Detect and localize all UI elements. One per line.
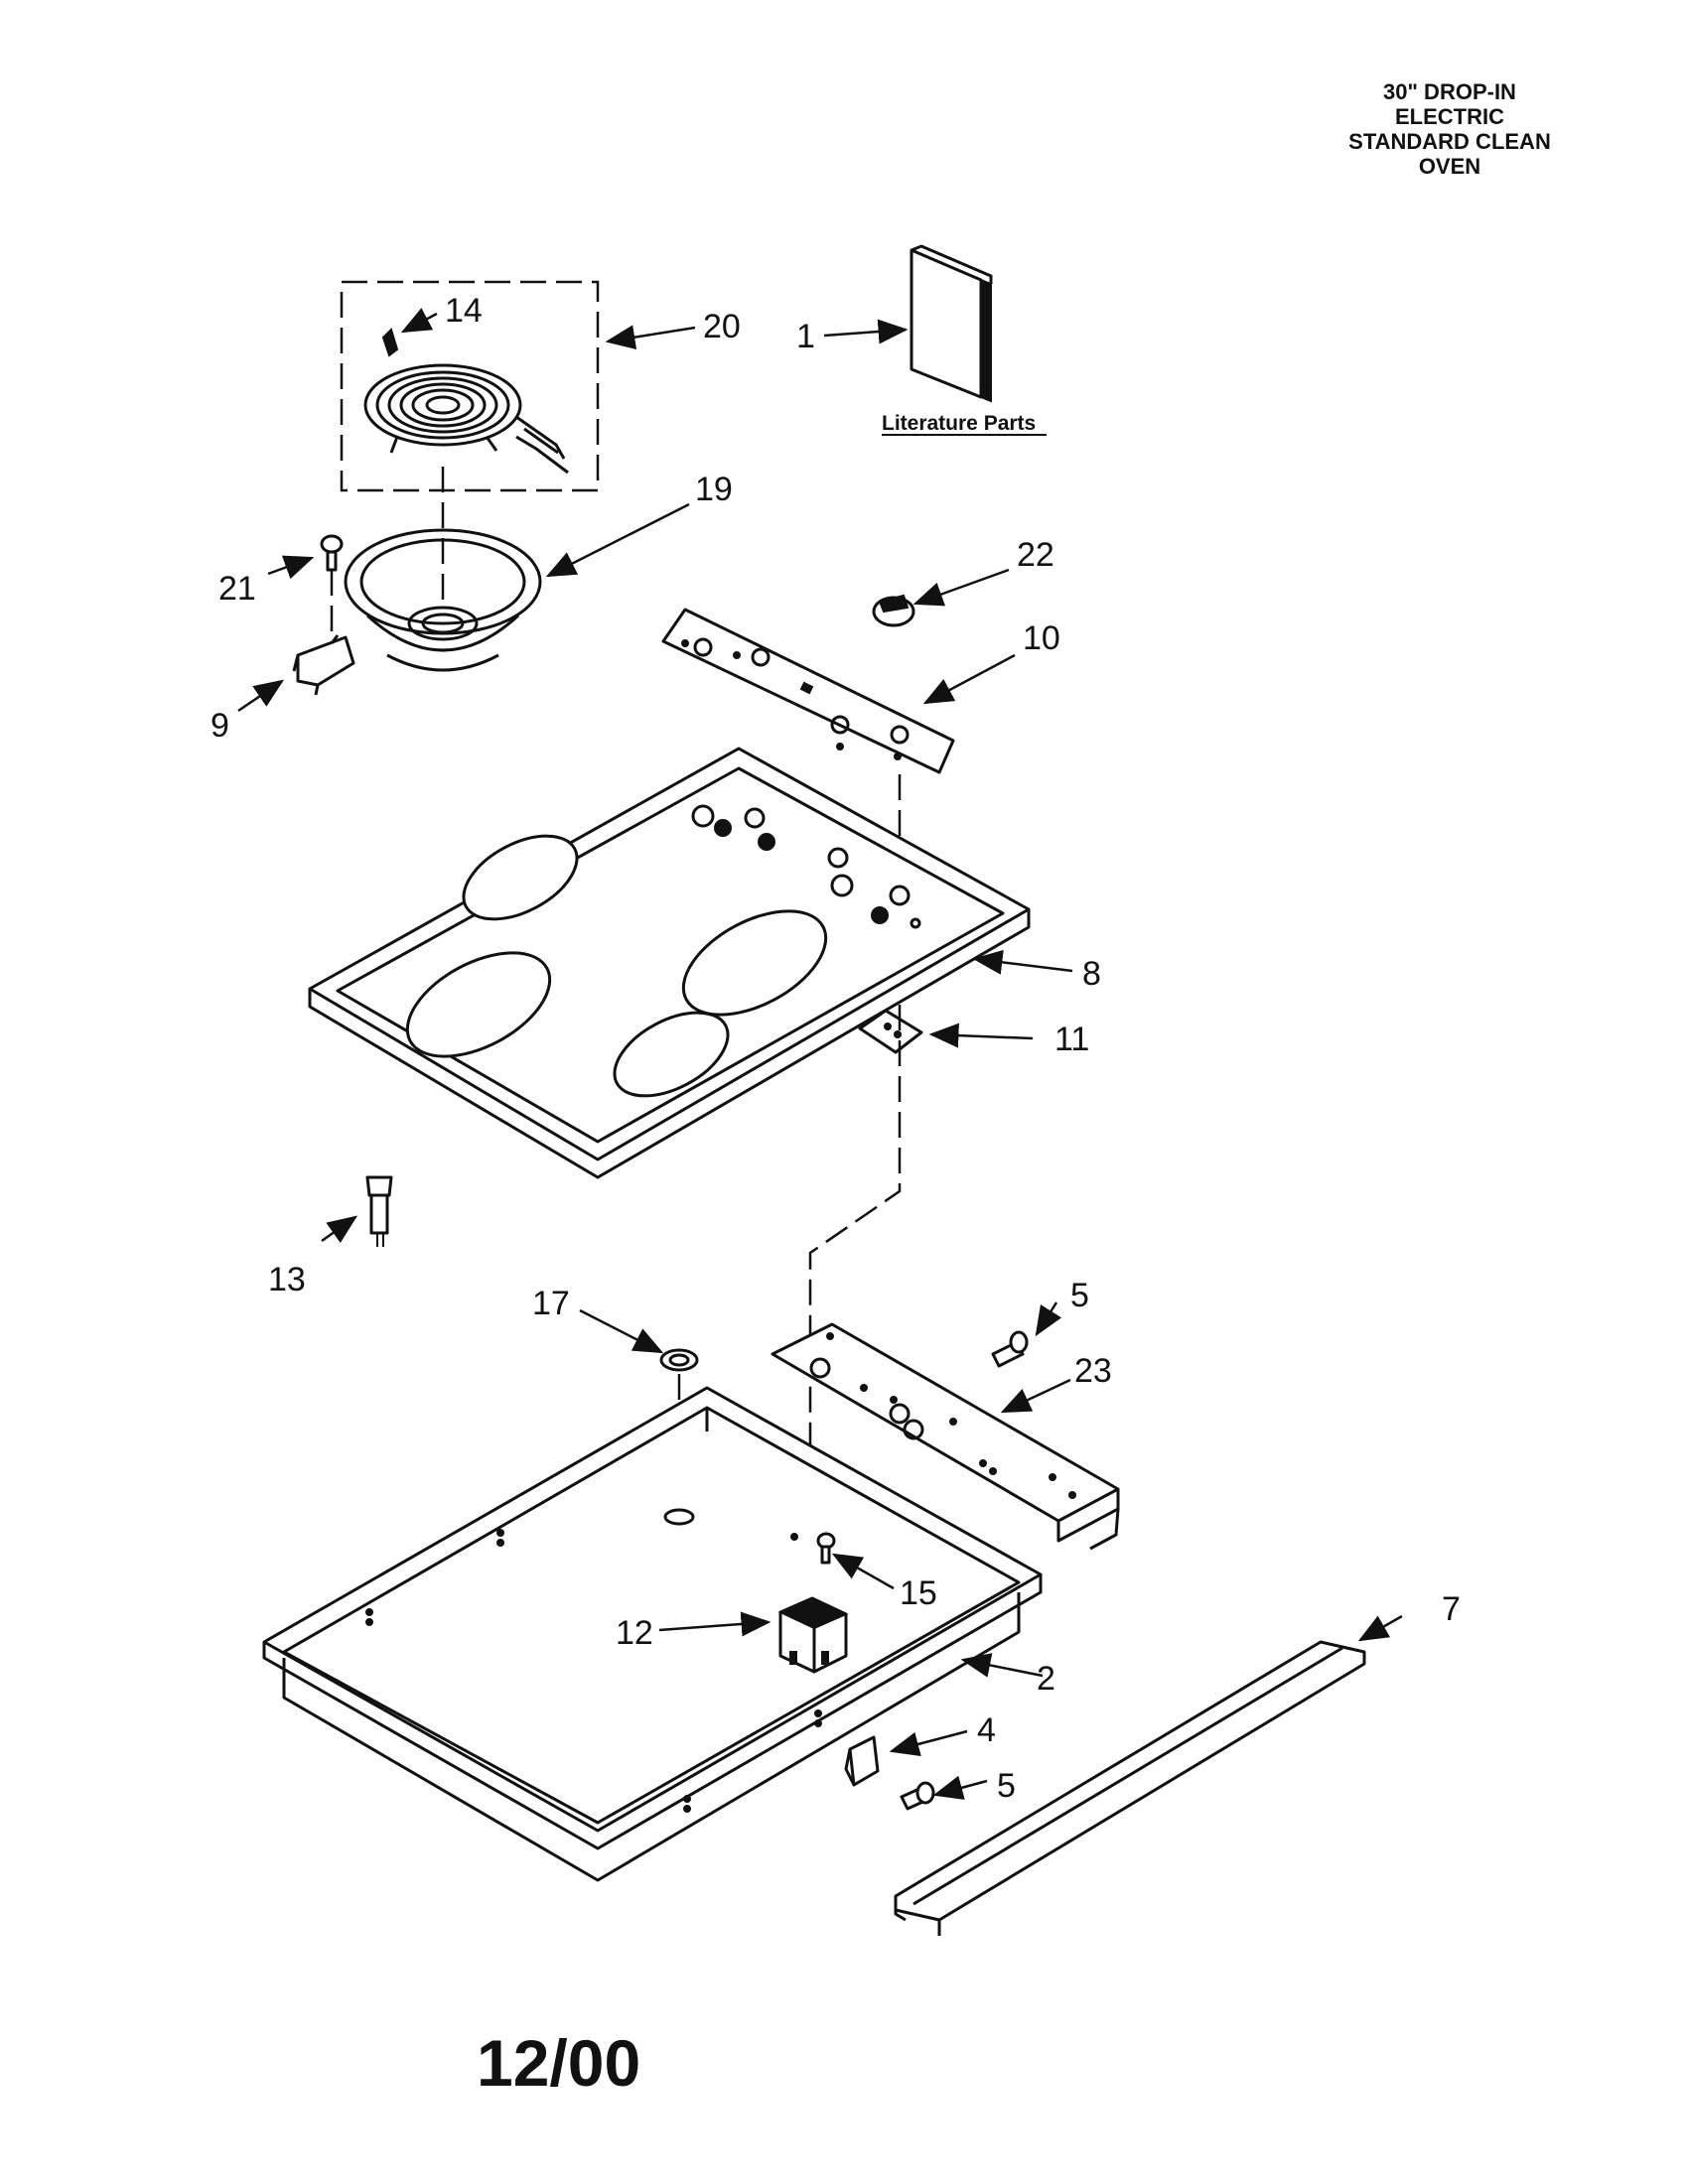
label-plate — [858, 1009, 923, 1054]
header-line-4: OVEN — [1418, 154, 1481, 179]
header-line-3: STANDARD CLEAN — [1348, 129, 1551, 154]
wiring-alignment-line — [808, 1005, 902, 1598]
bracket-screw-upper — [991, 1330, 1029, 1368]
control-knob — [872, 594, 915, 627]
callout-8: 8 — [1082, 955, 1101, 993]
bracket-screw-lower — [900, 1781, 935, 1811]
header-line-2: ELECTRIC — [1395, 104, 1504, 129]
callout-4: 4 — [977, 1711, 996, 1749]
page-header: 30" DROP-IN ELECTRIC STANDARD CLEAN OVEN — [1271, 79, 1628, 179]
callout-23: 23 — [1074, 1352, 1112, 1390]
cooktop-pan — [262, 1386, 1043, 1882]
revision-date: 12/00 — [477, 2026, 641, 2100]
callout-15: 15 — [900, 1574, 937, 1612]
callout-10: 10 — [1023, 619, 1060, 657]
power-switch — [777, 1596, 849, 1674]
callout-2: 2 — [1037, 1660, 1055, 1698]
callout-13: 13 — [268, 1261, 306, 1298]
callout-9: 9 — [210, 707, 229, 745]
surface-element-coil — [363, 363, 569, 475]
callout-1: 1 — [796, 318, 815, 355]
grommet — [659, 1348, 699, 1372]
trim-strip — [894, 1640, 1366, 1936]
callout-5-lower: 5 — [997, 1767, 1016, 1805]
element-clip — [381, 328, 399, 357]
callout-leaders — [237, 308, 1403, 1800]
indicator-light — [365, 1175, 393, 1247]
callout-5-upper: 5 — [1070, 1277, 1089, 1314]
header-line-1: 30" DROP-IN — [1383, 79, 1516, 104]
bowl-screw — [320, 534, 344, 572]
callout-14: 14 — [445, 292, 483, 330]
callout-11: 11 — [1054, 1021, 1089, 1058]
literature-parts-label: Literature Parts — [882, 412, 1036, 435]
callout-17: 17 — [532, 1285, 570, 1322]
callout-12: 12 — [616, 1614, 653, 1652]
callout-7: 7 — [1442, 1590, 1461, 1628]
element-bracket — [292, 634, 355, 696]
callout-20: 20 — [703, 308, 741, 345]
callout-21: 21 — [218, 570, 256, 608]
control-bracket — [771, 1322, 1120, 1551]
callout-19: 19 — [695, 471, 733, 508]
callout-22: 22 — [1017, 536, 1054, 574]
element-assembly-box — [340, 280, 600, 492]
cooktop-panel — [308, 747, 1031, 1179]
control-panel-overlay — [661, 608, 955, 774]
literature-book — [910, 244, 993, 403]
switch-screw — [816, 1532, 836, 1565]
mounting-clip — [844, 1735, 880, 1787]
